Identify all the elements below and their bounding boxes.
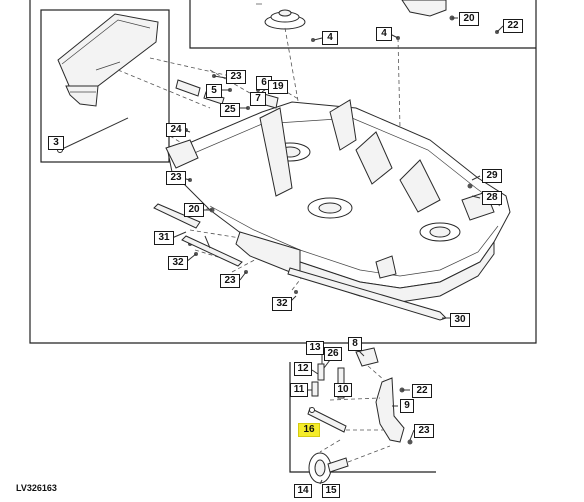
callout-13: 13 (306, 341, 324, 355)
callout-32: 32 (168, 256, 188, 270)
callout-30: 30 (450, 313, 470, 327)
mower-deck (165, 99, 511, 303)
callout-28: 28 (482, 191, 502, 205)
callout-23: 23 (226, 70, 246, 84)
top-pulley (256, 3, 306, 113)
callout-12: 12 (294, 362, 312, 376)
callout-15: 15 (322, 484, 340, 498)
callout-20: 20 (459, 12, 479, 26)
callout-8: 8 (348, 337, 362, 351)
callout-4: 4 (376, 27, 392, 41)
callout-20: 20 (184, 203, 204, 217)
callout-23: 23 (414, 424, 434, 438)
callout-3: 3 (48, 136, 64, 150)
callout-4: 4 (322, 31, 338, 45)
callout-22: 22 (503, 19, 523, 33)
callout-7: 7 (250, 92, 266, 106)
callout-9: 9 (400, 399, 414, 413)
callout-11: 11 (290, 383, 308, 397)
callout-14: 14 (294, 484, 312, 498)
callout-5: 5 (206, 84, 222, 98)
callout-19: 19 (268, 80, 288, 94)
callout-31: 31 (154, 231, 174, 245)
upper-inset-frame (189, 0, 536, 49)
callout-24: 24 (166, 123, 186, 137)
diagram-id-label: LV326163 (16, 483, 57, 493)
callout-16-highlighted: 16 (298, 423, 320, 437)
callout-23: 23 (166, 171, 186, 185)
diagram-frame (29, 0, 537, 344)
callout-29: 29 (482, 169, 502, 183)
callout-26: 26 (324, 347, 342, 361)
inset-box (40, 9, 170, 163)
callout-10: 10 (334, 383, 352, 397)
gauge-wheel-assembly (289, 347, 436, 484)
callout-25: 25 (220, 103, 240, 117)
callout-23: 23 (220, 274, 240, 288)
callout-22: 22 (412, 384, 432, 398)
callout-32: 32 (272, 297, 292, 311)
